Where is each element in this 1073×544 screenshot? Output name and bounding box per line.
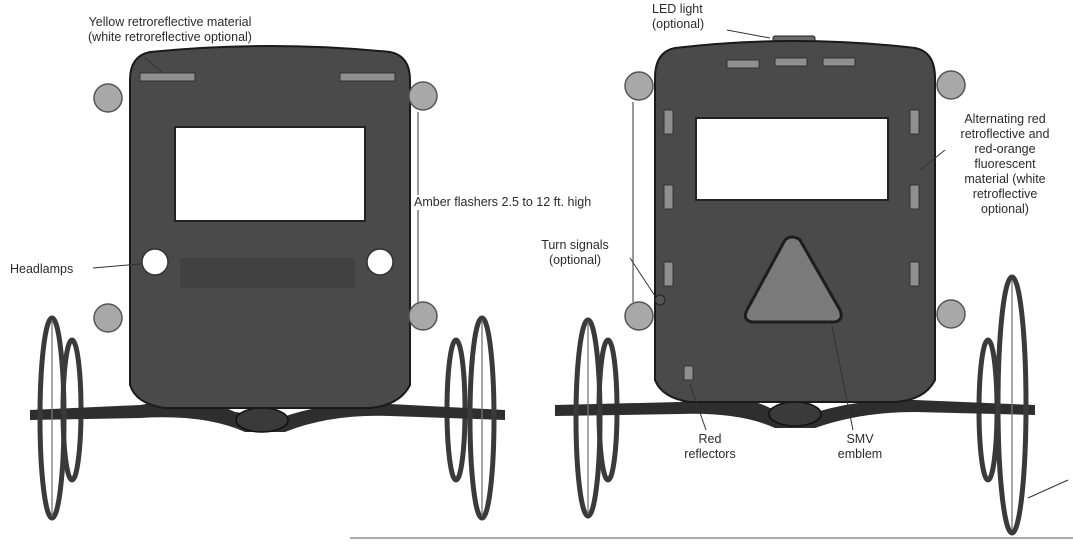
front-buggy-body [129,45,411,409]
label-led-light-line2: (optional) [652,17,705,31]
front-windshield [174,126,366,222]
rear-amber-flasher-bottom-right [936,299,966,329]
leader-lines [92,29,1069,499]
rear-buggy-axle-hub [768,401,822,427]
label-alternating-line3: red-orange [974,142,1036,156]
leader-headlamps [92,263,141,269]
label-alternating-line6: retroflective [972,187,1038,201]
rear-smv-emblem [743,235,843,324]
front-buggy [30,45,505,521]
label-led-light-line1: LED light [652,2,703,16]
rear-buggy-body [654,40,936,403]
label-alternating-line2: retroflective and [960,127,1050,141]
leader-turn-signals [629,257,656,297]
label-turn-signals-line2: (optional) [548,253,602,267]
rear-buggy-left-front-wheel [573,317,603,519]
rear-top-strip-3 [822,57,856,67]
front-amber-flasher-top-right [408,81,438,111]
rear-amber-flasher-top-left [624,71,654,101]
label-red-reflectors: Red reflectors [670,432,750,462]
rear-side-strip-right-1 [909,109,920,135]
front-amber-flasher-top-left [93,83,123,113]
label-smv-line1: SMV [846,432,874,446]
label-led-light: LED light (optional) [652,2,704,32]
rear-window [695,117,889,201]
label-red-reflectors-line2: reflectors [684,447,736,461]
label-headlamps-text: Headlamps [10,262,74,276]
leader-led-light [726,29,771,39]
front-yellow-strip-left [139,72,196,82]
leader-red-reflectors [689,383,707,431]
front-buggy-axle-hub [235,407,289,433]
rear-side-strip-right-3 [909,261,920,287]
front-buggy-left-front-wheel [37,315,67,521]
front-headlamp-right [366,248,394,276]
leader-smv-emblem [831,325,854,431]
label-alternating-material: Alternating red retroflective and red-or… [940,112,1070,217]
rear-side-strip-right-2 [909,184,920,210]
rear-buggy-right-front-wheel [995,274,1029,536]
front-amber-flasher-bottom-left [93,303,123,333]
rear-buggy [555,35,1035,536]
rear-amber-flasher-top-right [936,70,966,100]
label-yellow-material-line1: Yellow retroreflective material [88,15,252,29]
leader-yellow-material [144,57,163,73]
leader-alternating [919,149,946,171]
label-headlamps: Headlamps [10,262,73,277]
rear-turn-signal-left [654,294,666,306]
label-yellow-material-line2: (white retroreflective optional) [88,30,252,44]
rear-top-strip-1 [726,59,760,69]
rear-side-strip-left-3 [663,261,674,287]
front-buggy-right-front-wheel [467,315,497,521]
label-alternating-line4: fluorescent [974,157,1036,171]
label-smv-line2: emblem [837,447,883,461]
rear-top-strip-2 [774,57,808,67]
front-headlamp-left [141,248,169,276]
leader-right-edge [1027,479,1069,499]
label-alternating-line5: material (white [964,172,1046,186]
label-yellow-material: Yellow retroreflective material (white r… [30,15,310,45]
rear-amber-flasher-bottom-left [624,301,654,331]
rear-side-strip-left-1 [663,109,674,135]
rear-red-reflector-left [683,365,694,381]
front-yellow-strip-right [339,72,396,82]
label-amber-flashers: Amber flashers 2.5 to 12 ft. high [412,195,594,210]
label-smv-emblem: SMV emblem [820,432,900,462]
label-amber-flashers-text: Amber flashers 2.5 to 12 ft. high [414,195,592,209]
label-red-reflectors-line1: Red [698,432,722,446]
rear-side-strip-left-2 [663,184,674,210]
front-lower-panel [180,258,355,288]
label-turn-signals: Turn signals (optional) [520,238,630,268]
label-alternating-line1: Alternating red [964,112,1046,126]
front-amber-flasher-bottom-right [408,301,438,331]
label-alternating-line7: optional) [981,202,1029,216]
label-turn-signals-line1: Turn signals [541,238,609,252]
